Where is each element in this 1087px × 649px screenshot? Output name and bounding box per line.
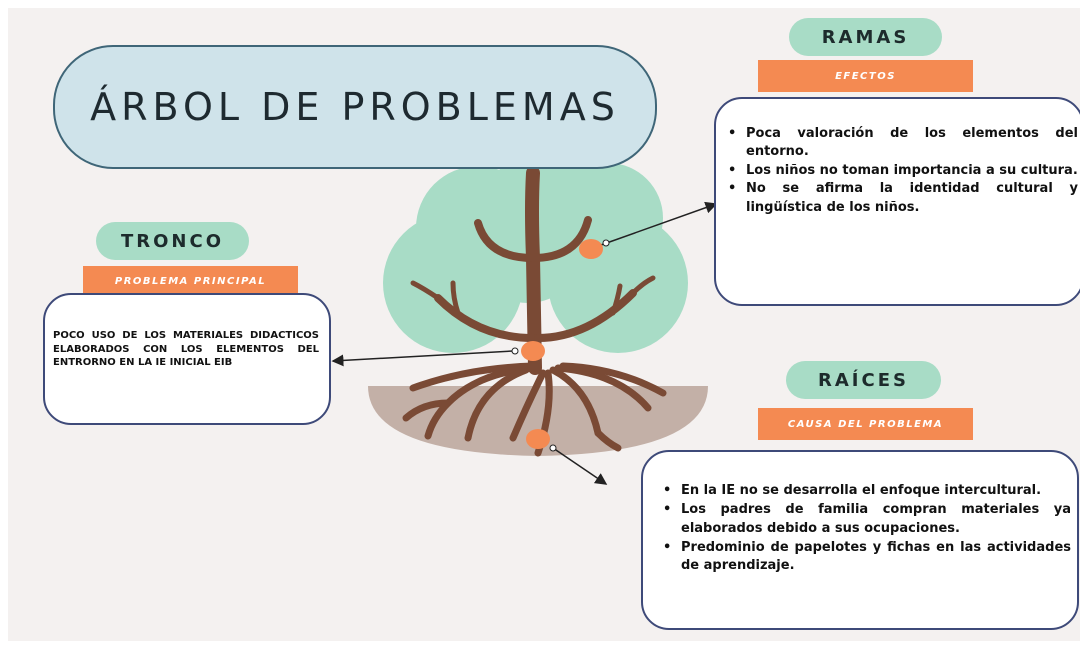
raices-connector-dot [549, 444, 557, 452]
raices-card: En la IE no se desarrolla el enfoque int… [641, 450, 1079, 630]
raices-item: Los padres de familia compran materiales… [663, 501, 1071, 539]
ramas-item: Poca valoración de los elementos del ent… [728, 125, 1078, 162]
diagram-title: ÁRBOL DE PROBLEMAS [53, 45, 657, 169]
connector-lines [331, 201, 718, 485]
ramas-card: Poca valoración de los elementos del ent… [714, 97, 1080, 306]
raices-connector [552, 447, 608, 485]
ramas-banner: EFECTOS [758, 60, 973, 92]
diagram-canvas: ÁRBOL DE PROBLEMAS TRONCO PROBLEMA PRINC… [8, 8, 1080, 641]
tronco-text: POCO USO DE LOS MATERIALES DIDACTICOS EL… [53, 330, 319, 368]
ramas-label: RAMAS [789, 18, 942, 56]
ground-mound [368, 386, 708, 456]
ramas-list: Poca valoración de los elementos del ent… [724, 125, 1078, 217]
raices-label: RAÍCES [786, 361, 941, 399]
tree-illustration [368, 123, 708, 457]
tronco-card: POCO USO DE LOS MATERIALES DIDACTICOS EL… [43, 293, 331, 425]
tronco-marker [521, 341, 545, 361]
raices-item: En la IE no se desarrolla el enfoque int… [663, 482, 1071, 501]
raices-marker [526, 429, 550, 449]
tronco-banner: PROBLEMA PRINCIPAL [83, 266, 298, 296]
tree-trunk [410, 166, 656, 375]
raices-item: Predominio de papelotes y fichas en las … [663, 539, 1071, 577]
ramas-item: No se afirma la identidad cultural y lin… [728, 180, 1078, 217]
tronco-connector-dot [511, 347, 519, 355]
ramas-item: Los niños no toman importancia a su cult… [728, 162, 1078, 181]
ramas-connector-dot [602, 239, 610, 247]
tronco-connector [331, 350, 514, 367]
ramas-connector [600, 201, 718, 246]
raices-banner: CAUSA DEL PROBLEMA [758, 408, 973, 440]
raices-list: En la IE no se desarrolla el enfoque int… [659, 482, 1071, 576]
tronco-label: TRONCO [96, 222, 249, 260]
tree-roots [402, 362, 667, 457]
ramas-marker [579, 239, 603, 259]
